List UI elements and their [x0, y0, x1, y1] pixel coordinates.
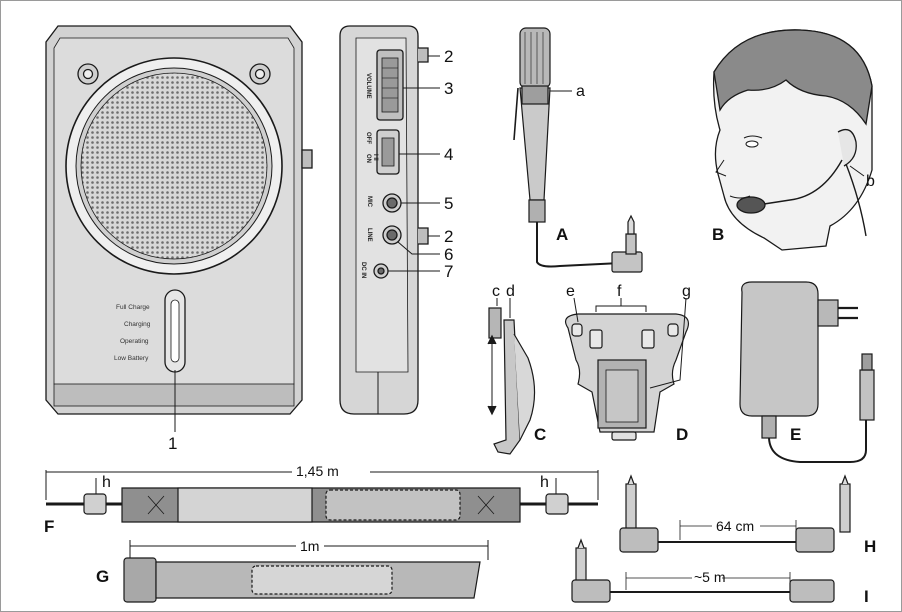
callout-1: 1	[168, 434, 177, 453]
led-label-full-charge: Full Charge	[116, 304, 150, 311]
label-D: D	[676, 425, 688, 444]
label-on: ON	[365, 154, 371, 163]
label-h-right: h	[540, 474, 549, 491]
belt-clip-side	[487, 298, 536, 455]
power-adapter	[739, 281, 875, 463]
label-g: g	[682, 283, 691, 300]
callout-3: 3	[444, 79, 453, 98]
label-h-left: h	[102, 474, 111, 491]
speaker-side	[339, 25, 440, 415]
speaker-front	[45, 25, 313, 432]
label-a: a	[576, 83, 585, 100]
label-H: H	[864, 537, 876, 556]
label-off: OFF	[365, 132, 371, 144]
cable-5m	[571, 538, 835, 603]
dimension-strap-long: 1,45 m	[296, 463, 339, 479]
label-B: B	[712, 225, 724, 244]
label-e: e	[566, 283, 575, 300]
led-label-charging: Charging	[124, 321, 151, 328]
callout-5: 5	[444, 194, 453, 213]
label-b: b	[866, 173, 875, 190]
label-volume: VOLUME	[365, 73, 371, 99]
led-label-low-battery: Low Battery	[114, 355, 149, 362]
label-G: G	[96, 567, 109, 586]
dimension-cable-i: ~5 m	[694, 569, 726, 585]
label-A: A	[556, 225, 568, 244]
cable-64cm	[619, 474, 851, 553]
label-c: c	[492, 283, 500, 300]
callout-7: 7	[444, 262, 453, 281]
short-strap	[123, 540, 489, 603]
label-dc-in: DC IN	[360, 262, 366, 278]
label-switch-marks: I II	[372, 154, 378, 161]
label-d: d	[506, 283, 515, 300]
handheld-microphone	[513, 27, 643, 273]
label-f: f	[617, 283, 622, 300]
callout-2-bottom: 2	[444, 227, 453, 246]
belt-clip-front	[565, 297, 689, 441]
headset-illustration	[712, 29, 873, 251]
callout-6: 6	[444, 245, 453, 264]
label-F: F	[44, 517, 54, 536]
label-E: E	[790, 425, 801, 444]
callout-4: 4	[444, 145, 453, 164]
label-mic: MIC	[366, 196, 372, 208]
long-strap	[45, 470, 599, 523]
dimension-strap-short: 1m	[300, 538, 319, 554]
label-C: C	[534, 425, 546, 444]
led-label-operating: Operating	[120, 338, 149, 345]
dimension-cable-h: 64 cm	[716, 518, 754, 534]
label-I: I	[864, 587, 869, 606]
callout-2-top: 2	[444, 47, 453, 66]
label-line: LINE	[366, 228, 372, 242]
